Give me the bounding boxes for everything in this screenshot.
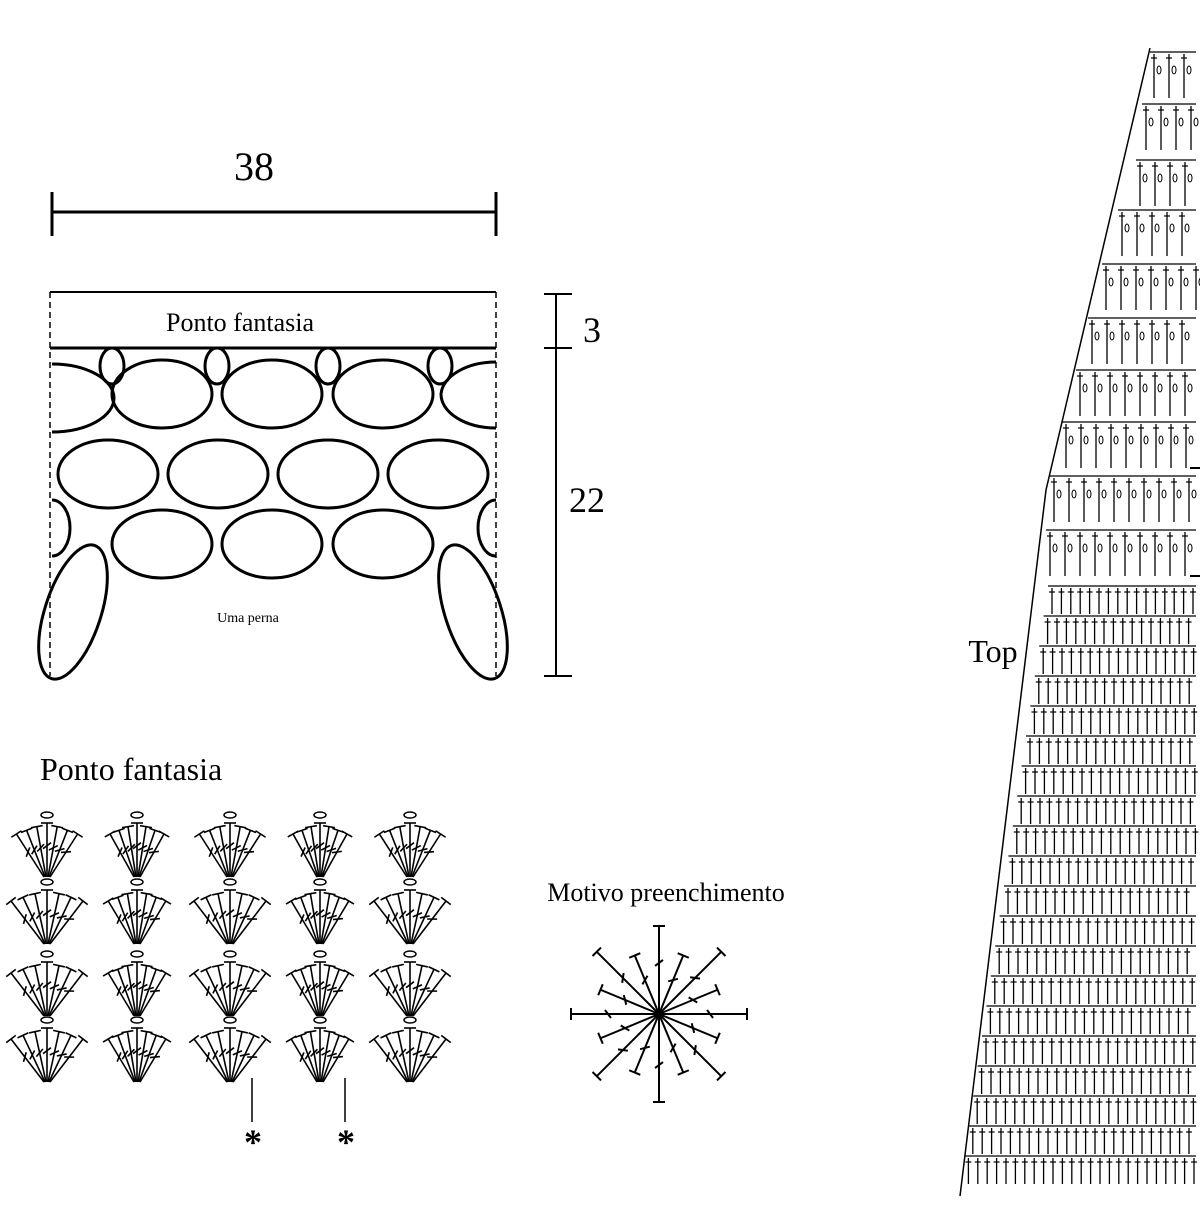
stitch-shell <box>189 951 271 1016</box>
motif-spoke <box>629 953 659 1014</box>
schematic: 38 Ponto fantasia 3 22 <box>25 144 605 687</box>
top-chart-row <box>1013 826 1199 854</box>
motif-diagram <box>571 926 747 1102</box>
band-height-label: 3 <box>583 310 601 350</box>
top-chart-row <box>1062 422 1196 468</box>
motif-spoke <box>659 1014 689 1075</box>
top-chart-row <box>1076 370 1196 416</box>
motif-spoke <box>653 926 665 1014</box>
motif-spoke <box>629 1014 659 1075</box>
stitch-shell <box>288 812 352 877</box>
motif-spoke <box>659 1014 720 1044</box>
stitch-chart <box>6 812 451 1082</box>
top-chart-row <box>969 1126 1196 1154</box>
top-chart-row <box>982 1036 1196 1064</box>
top-chart-row <box>1102 264 1200 310</box>
leg-label: Uma perna <box>217 611 280 626</box>
stitch-shell <box>374 812 445 877</box>
stitch-shell <box>6 1017 88 1082</box>
top-chart-row <box>995 946 1196 974</box>
top-chart-row <box>1048 586 1196 614</box>
top-chart-row <box>1035 676 1196 704</box>
stitch-shell <box>189 1017 271 1082</box>
motif-spoke <box>659 953 689 1014</box>
stitch-shell <box>11 812 82 877</box>
stitch-chart-title: Ponto fantasia <box>40 751 222 787</box>
stitch-shell <box>103 1017 171 1082</box>
top-chart-row <box>964 1156 1197 1184</box>
stitch-shell <box>286 951 354 1016</box>
top-chart-row <box>991 976 1196 1004</box>
top-chart-row <box>1017 796 1196 824</box>
top-chart-row <box>1008 856 1196 884</box>
body-height-label: 22 <box>569 480 605 520</box>
stitch-shell <box>189 879 271 944</box>
top-chart-row <box>1088 318 1196 364</box>
top-chart-row <box>1046 530 1196 576</box>
motif-spoke <box>598 1014 659 1044</box>
top-chart <box>960 48 1200 1196</box>
top-chart-row <box>1039 646 1196 674</box>
height-dimension: 3 22 <box>544 294 605 676</box>
top-chart-row <box>1050 476 1196 522</box>
repeat-mark-1: * <box>244 1122 262 1162</box>
top-chart-row <box>1030 706 1197 734</box>
motif-spoke <box>598 984 659 1014</box>
top-chart-row <box>978 1066 1196 1094</box>
top-chart-row <box>973 1096 1196 1124</box>
stitch-shell <box>369 1017 451 1082</box>
stitch-shell <box>194 812 265 877</box>
top-chart-row <box>1118 210 1196 256</box>
top-chart-row <box>1000 916 1196 944</box>
stitch-shell <box>369 951 451 1016</box>
motif-spoke <box>571 1008 659 1020</box>
stitch-shell <box>6 879 88 944</box>
top-chart-row <box>1136 160 1196 206</box>
stitch-shell <box>286 1017 354 1082</box>
stitch-shell <box>105 812 169 877</box>
motif-spoke <box>659 984 720 1014</box>
width-dimension: 38 <box>52 144 496 236</box>
motif-spoke <box>659 1008 747 1020</box>
repeat-markers: * * <box>244 1078 355 1162</box>
top-label: Top <box>968 633 1017 669</box>
stitch-shell <box>369 879 451 944</box>
top-chart-row <box>1004 886 1196 914</box>
top-chart-row <box>1150 52 1196 98</box>
motif-ovals <box>25 348 522 687</box>
stitch-shell <box>103 951 171 1016</box>
width-label: 38 <box>234 144 274 189</box>
top-chart-row <box>1022 766 1198 794</box>
motif-spoke <box>653 1014 665 1102</box>
stitch-shell <box>286 879 354 944</box>
top-chart-row <box>1026 736 1196 764</box>
repeat-mark-2: * <box>337 1122 355 1162</box>
top-chart-row <box>1142 104 1198 150</box>
stitch-shell <box>6 951 88 1016</box>
stitch-shell <box>103 879 171 944</box>
motif-title: Motivo preenchimento <box>547 878 785 907</box>
top-chart-row <box>1044 616 1196 644</box>
band-label: Ponto fantasia <box>166 308 314 337</box>
top-chart-row <box>986 1006 1196 1034</box>
